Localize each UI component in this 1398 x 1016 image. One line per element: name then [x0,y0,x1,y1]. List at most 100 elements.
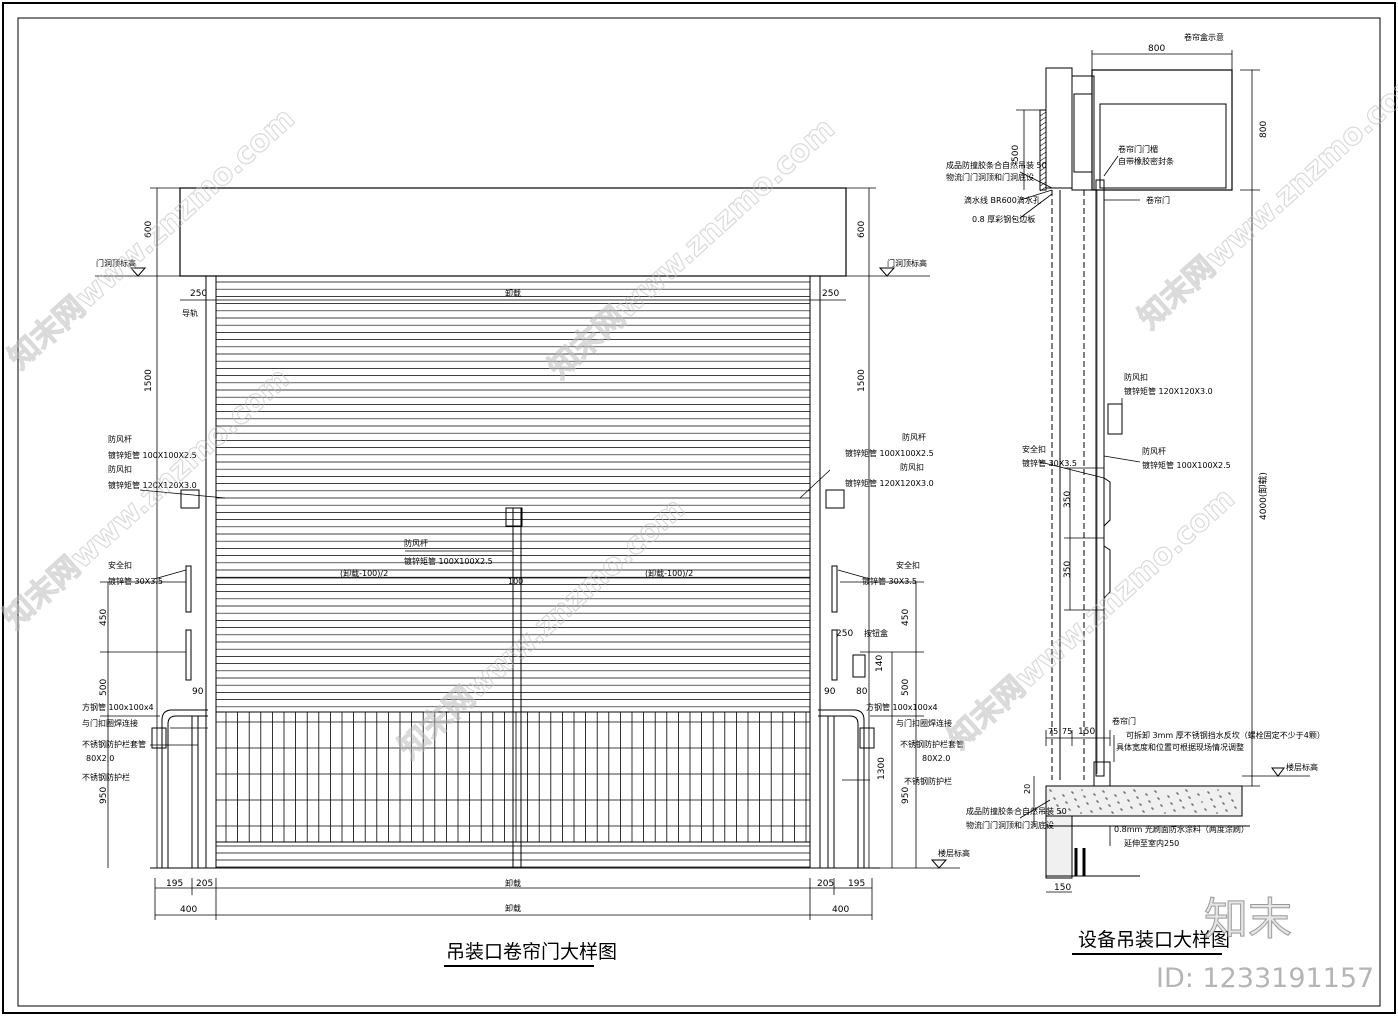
shutter-box-section [1091,69,1233,191]
label-ss-size-right: 80X2.0 [922,754,950,763]
label-wind-buckle-right: 防风扣 [900,462,924,472]
concrete-dot [1171,803,1173,805]
concrete-dot [1210,798,1212,800]
concrete-dot [1084,796,1086,798]
concrete-dot [1118,802,1120,804]
concrete-dot [1148,800,1150,802]
concrete-dot [1174,810,1176,812]
level-marker-floor [930,859,948,869]
concrete-dot [1099,807,1101,809]
concrete-dot [1192,804,1194,806]
dim-600-left: 600 [144,221,154,238]
concrete-dot [1063,795,1065,797]
equipment-hoist-opening-section: 800 800 500 4000(卸载) 350 350 75 75 150 2… [946,32,1325,955]
concrete-dot [1057,805,1059,807]
wind-buckle-section [1107,403,1123,435]
dim-75-b: 75 [1062,727,1072,736]
dim-950-right: 950 [901,787,911,804]
concrete-dot [1115,795,1117,797]
dim-20: 20 [1023,784,1032,794]
hatch-line [1039,151,1047,157]
concrete-dot [1232,800,1234,802]
concrete-dot [1139,803,1141,805]
label-pipe-100-right: 镀锌矩管 100X100X2.5 [1142,460,1231,470]
label-waterproof-2: 延伸至室内250 [1124,838,1179,848]
label-fire-seal: 成品防撞胶条合自然吊装 50 [946,160,1047,170]
dim-1500-right: 1500 [857,369,867,392]
label-pipe-120-left: 镀锌矩管 120X120X3.0 [108,480,197,490]
concrete-dot [1072,792,1074,794]
steel-flap [1093,761,1111,787]
hatch-line [1039,171,1047,177]
concrete-dot [1219,795,1221,797]
label-ss-pipe-left: 不锈钢防护栏套管 [82,739,146,749]
concrete-dot [1207,791,1209,793]
concrete-dot [1140,804,1142,806]
concrete-dot [1075,799,1077,801]
concrete-dot [1188,796,1190,798]
concrete-dot [1226,810,1228,812]
concrete-dot [1054,798,1056,800]
dim-half-left: (卸载-100)/2 [340,568,388,578]
watermark-logo: 知末 [1204,894,1292,945]
dim-350-a: 350 [1063,491,1073,508]
dim-1300: 1300 [877,757,887,780]
concrete-dot [1131,807,1133,809]
watermark-layer: 知末网www.znzmo.com 知末网www.znzmo.com 知末网www… [0,61,1398,994]
concrete-dot [1170,802,1172,804]
concrete-dot [1120,808,1122,810]
hatch-line [1039,176,1047,182]
label-pipe-120-right: 镀锌矩管 120X120X3.0 [1124,386,1213,396]
label-fire-seal-2: 物流门门洞顶和门洞底设 [946,172,1034,182]
dim-80: 80 [856,687,868,697]
concrete-dot [1194,810,1196,812]
concrete-dot [1146,794,1148,796]
label-ss-flap-2: 具体宽度和位置可根据现场情况调整 [1116,742,1244,752]
concrete-dot [1111,811,1113,813]
concrete-dot [1223,803,1225,805]
hatch-line [1039,146,1047,152]
concrete-dot [1091,811,1093,813]
dim-195-left: 195 [166,879,183,889]
concrete-dot [1167,795,1169,797]
label-guide-rail: 导轨 [182,308,198,318]
dim-450-right: 450 [901,609,911,626]
concrete-dot [1123,791,1125,793]
label-door-top-level-left: 门洞顶标高 [96,258,136,268]
safety-buckle-section-1 [1103,477,1111,527]
concrete-dot [1155,791,1157,793]
dim-800-side: 800 [1259,121,1269,138]
safety-buckle-left-2 [185,629,192,681]
dim-195-right: 195 [848,879,865,889]
dim-150-bottom: 150 [1054,883,1071,893]
dim-90-right: 90 [824,687,836,697]
label-safety-buckle-right: 安全扣 [896,560,920,570]
wall-hatch-upper [1039,111,1047,192]
concrete-dot [1106,798,1108,800]
concrete-dot [1225,809,1227,811]
concrete-dot [1071,791,1073,793]
level-marker-right-section [1271,767,1285,777]
concrete-dot [1217,789,1219,791]
concrete-dot [1228,792,1230,794]
label-square-pipe-right: 方钢管 100x100x4 [866,702,938,712]
concrete-dot [1164,812,1166,814]
label-shutter-box: 卷帘门门楣 [1118,144,1158,154]
concrete-dot [1204,808,1206,810]
label-flashing: 0.8 厚彩钢包边板 [972,214,1035,224]
concrete-dot [1208,792,1210,794]
safety-buckle-section-2 [1103,545,1111,599]
concrete-dot [1096,800,1098,802]
label-ss-rail-right: 不锈钢防护栏 [904,776,952,786]
concrete-dot [1154,790,1156,792]
dim-500-right: 500 [1011,145,1021,162]
dim-205-left: 205 [196,879,213,889]
dim-400-left: 400 [180,905,197,915]
concrete-dot [1235,807,1237,809]
button-box [852,654,866,678]
concrete-dot [1231,799,1233,801]
concrete-dot [1087,803,1089,805]
concrete-dot [1134,790,1136,792]
rail-pipe-left [161,709,208,868]
concrete-dot [1081,789,1083,791]
